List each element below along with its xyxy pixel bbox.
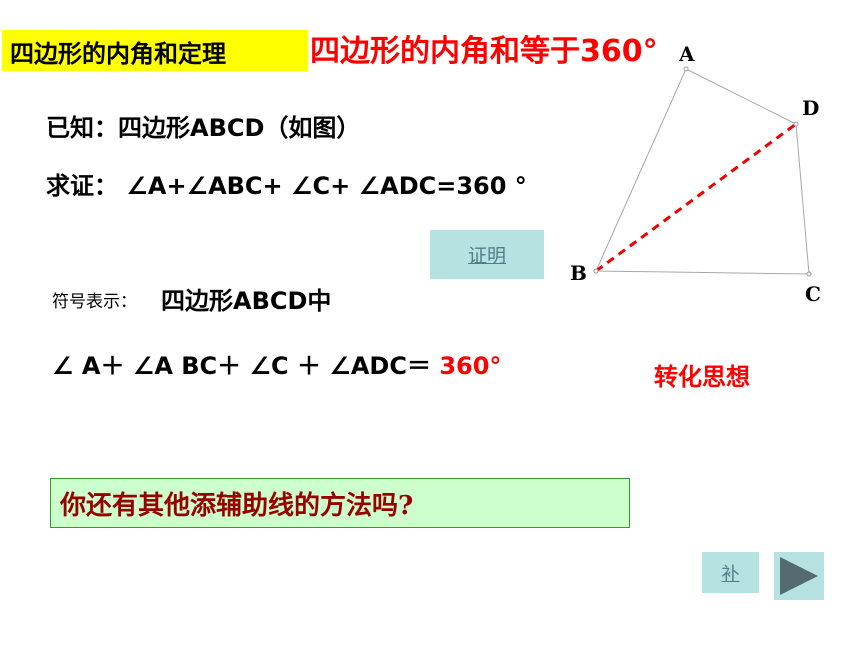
prove-statement: 求证： ∠A+∠ABC+ ∠C+ ∠ADC=360 ° bbox=[46, 172, 527, 200]
equation-value: 360° bbox=[439, 352, 502, 380]
vertex-c-point bbox=[806, 271, 812, 277]
vertex-a-point bbox=[683, 66, 689, 72]
transformation-note: 转化思想 bbox=[654, 363, 750, 391]
next-button[interactable] bbox=[774, 552, 824, 600]
title-tag: 四边形的内角和定理 bbox=[10, 40, 226, 68]
symbol-statement: 四边形ABCD中 bbox=[161, 287, 332, 315]
vertex-label-c: C bbox=[805, 282, 821, 305]
supplement-button[interactable]: 补 bbox=[702, 552, 759, 593]
vertex-d-point bbox=[793, 121, 799, 127]
question-text: 你还有其他添辅助线的方法吗? bbox=[60, 491, 414, 521]
question-box bbox=[50, 478, 630, 528]
vertex-label-d: D bbox=[802, 96, 819, 120]
theorem-headline: 四边形的内角和等于360° bbox=[310, 34, 658, 69]
title-tag-background bbox=[2, 30, 308, 71]
given-statement: 已知：四边形ABCD（如图） bbox=[46, 114, 361, 142]
angle-sum-equation: ∠ A＋ ∠A BC＋ ∠C ＋ ∠ADC＝ 360° bbox=[52, 346, 501, 381]
vertex-label-a: A bbox=[678, 42, 695, 66]
play-triangle-icon bbox=[780, 557, 818, 595]
quadrilateral-abcd bbox=[595, 68, 810, 275]
diagonal-bd bbox=[595, 122, 797, 273]
vertex-b-point bbox=[593, 268, 599, 274]
quadrilateral-figure: A D C B bbox=[570, 42, 821, 305]
proof-button[interactable]: 证明 bbox=[430, 230, 544, 279]
symbol-label: 符号表示： bbox=[52, 292, 137, 312]
vertex-label-b: B bbox=[570, 261, 587, 285]
equation-left: ∠ A＋ ∠A BC＋ ∠C ＋ ∠ADC＝ bbox=[52, 352, 440, 380]
